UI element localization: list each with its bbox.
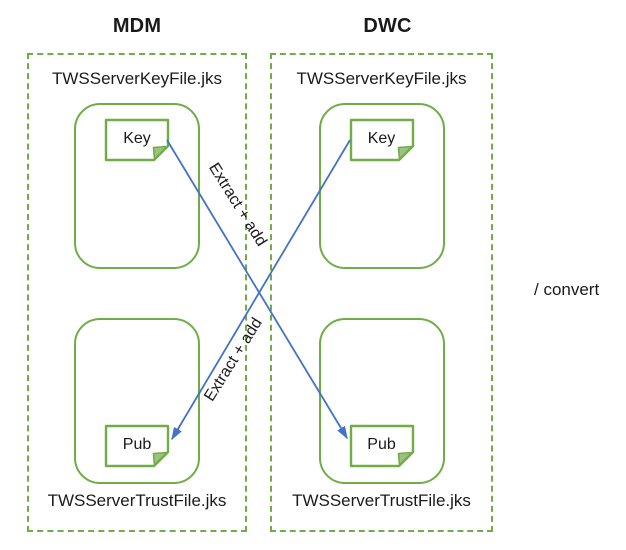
dwc-truststore-file-label: TWSServerTrustFile.jks	[292, 491, 471, 510]
column-title-dwc: DWC	[363, 15, 412, 37]
dwc-key-doc: Key	[349, 118, 415, 162]
mdm-truststore-file-label: TWSServerTrustFile.jks	[47, 491, 227, 510]
mdm-key-doc-label: Key	[123, 130, 151, 147]
column-title-mdm: MDM	[112, 15, 162, 37]
mdm-pub-doc: Pub	[104, 424, 170, 468]
dwc-keystore-file-label: TWSServerKeyFile.jks	[296, 69, 467, 88]
dwc-pub-doc: Pub	[349, 424, 415, 468]
dwc-key-doc-label: Key	[367, 130, 396, 147]
dwc-pub-doc-label: Pub	[367, 436, 396, 453]
dwc-container: TWSServerKeyFile.jks Key Pub TWSServerTr…	[270, 53, 493, 532]
mdm-container: TWSServerKeyFile.jks Key Pub TWSServerTr…	[27, 53, 247, 532]
mdm-pub-doc-label: Pub	[122, 436, 152, 453]
convert-note: / convert	[534, 280, 600, 299]
folded-document-icon	[349, 424, 414, 468]
mdm-key-doc: Key	[104, 118, 170, 162]
folded-document-icon	[104, 424, 170, 468]
folded-document-icon	[104, 118, 170, 162]
mdm-truststore-box: Pub	[74, 318, 200, 484]
dwc-keystore-box: Key	[318, 103, 445, 269]
mdm-keystore-box: Key	[74, 103, 200, 269]
dwc-truststore-box: Pub	[318, 318, 445, 484]
mdm-keystore-file-label: TWSServerKeyFile.jks	[51, 69, 223, 88]
